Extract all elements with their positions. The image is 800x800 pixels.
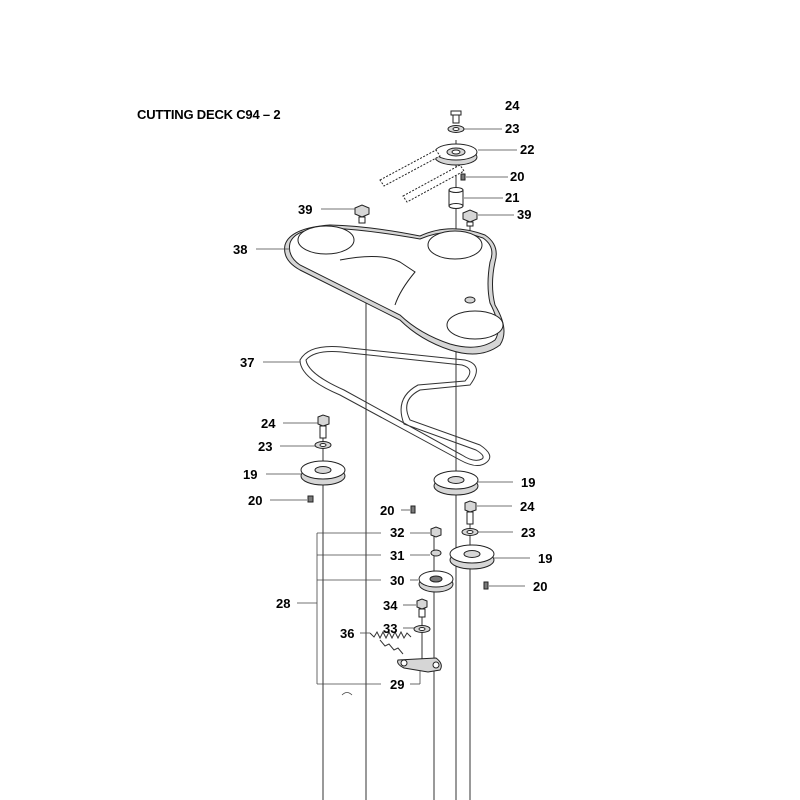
washer-icon <box>430 549 442 557</box>
callout-30: 30 <box>390 573 404 588</box>
callout-20-mid: 20 <box>380 503 394 518</box>
callout-20-top: 20 <box>510 169 524 184</box>
pulley-icon <box>300 460 346 486</box>
belt-strand-icon <box>379 149 465 203</box>
middle-pulley <box>410 470 479 514</box>
idler-arm-icon <box>397 657 442 673</box>
spring-icon <box>369 630 412 655</box>
callout-39-right: 39 <box>517 207 531 222</box>
callout-19-left: 19 <box>243 467 257 482</box>
callout-19-right: 19 <box>538 551 552 566</box>
callout-34: 34 <box>383 598 398 613</box>
bolt-icon <box>464 500 477 525</box>
callout-28: 28 <box>276 596 290 611</box>
callout-22: 22 <box>520 142 534 157</box>
callout-31: 31 <box>390 548 404 563</box>
callout-23-top: 23 <box>505 121 519 136</box>
callout-37: 37 <box>240 355 254 370</box>
pulley-icon <box>449 544 495 570</box>
bolt-icon <box>317 414 330 439</box>
callout-19-mid: 19 <box>521 475 535 490</box>
callout-29: 29 <box>390 677 404 692</box>
nut-icon <box>462 209 478 227</box>
key-icon <box>410 505 416 514</box>
diagram-title: CUTTING DECK C94 – 2 <box>137 107 280 122</box>
callout-20-right: 20 <box>533 579 547 594</box>
bolt-icon <box>450 110 462 124</box>
callout-33: 33 <box>383 621 397 636</box>
callout-38: 38 <box>233 242 247 257</box>
callout-23-left: 23 <box>258 439 272 454</box>
key-icon <box>307 495 314 503</box>
bolt-icon <box>416 598 428 618</box>
callout-24-right: 24 <box>520 499 535 514</box>
callout-39-left: 39 <box>298 202 312 217</box>
leader-lines <box>256 128 530 696</box>
idler-pulley-icon <box>418 570 454 593</box>
spacer-tube-icon <box>448 187 464 209</box>
callout-labels: 24 23 22 20 21 39 39 38 37 24 23 19 20 1… <box>233 98 552 692</box>
right-pulley-stack <box>449 500 495 590</box>
drive-belt <box>299 346 491 466</box>
callout-20-left: 20 <box>248 493 262 508</box>
callout-21: 21 <box>505 190 519 205</box>
callout-36: 36 <box>340 626 354 641</box>
key-icon <box>460 173 466 181</box>
callout-32: 32 <box>390 525 404 540</box>
left-pulley-stack <box>300 414 346 503</box>
pulley-icon <box>434 143 478 166</box>
key-icon <box>483 581 489 590</box>
top-pulley-stack <box>379 110 478 227</box>
idler-stack <box>369 526 454 673</box>
callout-24-left: 24 <box>261 416 276 431</box>
callout-24-top: 24 <box>505 98 520 113</box>
nut-icon <box>430 526 442 538</box>
callout-23-right: 23 <box>521 525 535 540</box>
belt-cover <box>284 224 505 355</box>
